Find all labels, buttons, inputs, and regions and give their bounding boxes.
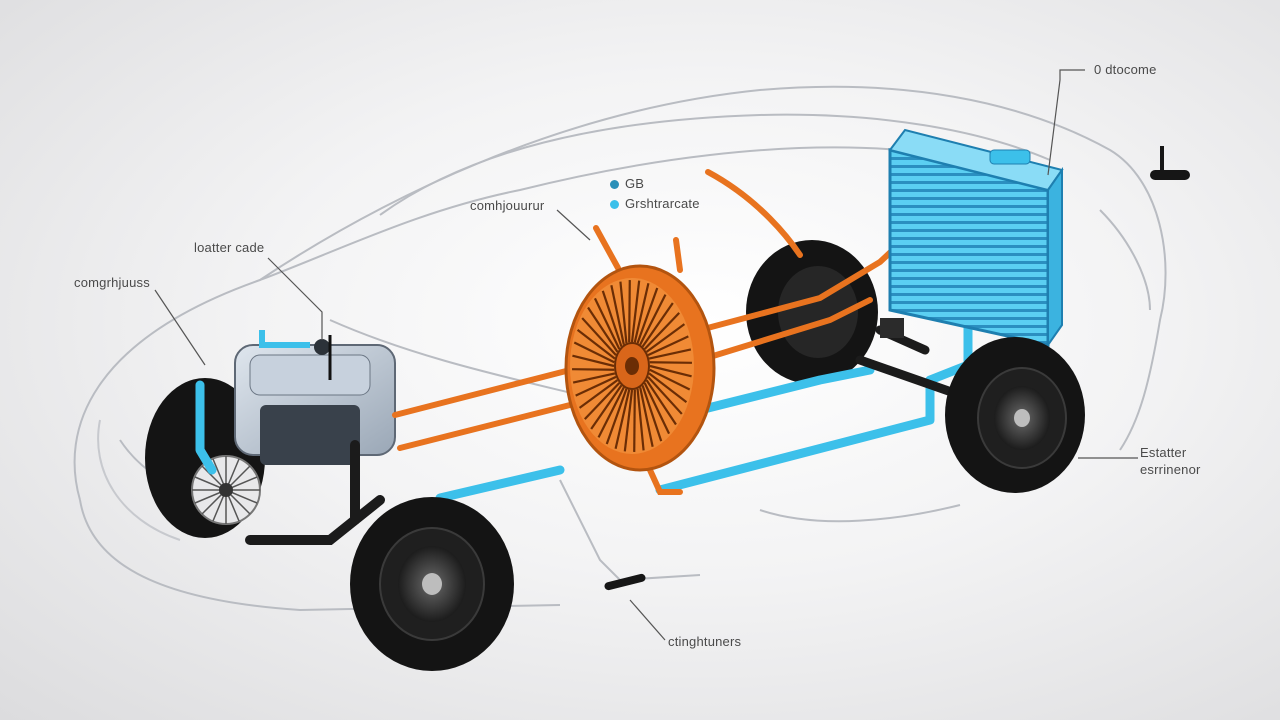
front-right-wheel bbox=[350, 497, 514, 671]
fan-spoke bbox=[593, 297, 621, 350]
fan-spoke bbox=[572, 354, 615, 368]
radiator bbox=[888, 128, 1064, 349]
fan-spoke bbox=[645, 379, 677, 426]
fan-spoke bbox=[572, 368, 615, 371]
engine-block bbox=[234, 330, 396, 465]
car-body-outline bbox=[73, 85, 1167, 612]
fan-spoke bbox=[647, 335, 689, 357]
fan-spoke bbox=[601, 290, 623, 347]
label-center-component: comhjouurur bbox=[470, 198, 545, 213]
fan-spoke bbox=[587, 306, 619, 353]
fan-spoke bbox=[641, 385, 663, 442]
underbody-sensor bbox=[604, 573, 646, 591]
fan-spoke bbox=[581, 317, 617, 356]
label-engine-top: loatter cade bbox=[194, 240, 265, 255]
fan-spoke bbox=[649, 364, 692, 378]
fan-spoke bbox=[641, 302, 674, 348]
fan-spoke bbox=[584, 382, 621, 420]
central-fan-heat-exchanger bbox=[564, 264, 716, 472]
fan-spoke bbox=[633, 283, 650, 343]
fan-spoke bbox=[610, 285, 625, 345]
label-rear-unit-2: esrrinenor bbox=[1140, 462, 1201, 477]
fan-spoke bbox=[630, 280, 641, 343]
label-rear-unit-1: Estatter bbox=[1140, 445, 1187, 460]
fan-spoke bbox=[645, 323, 686, 353]
label-radiator: 0 dtocome bbox=[1094, 62, 1157, 77]
legend-item-1: Grshtrarcate bbox=[610, 196, 700, 212]
fan-spoke bbox=[636, 287, 659, 344]
legend-dot-0 bbox=[610, 180, 619, 189]
front-wheel-hub bbox=[191, 455, 261, 525]
front-suspension bbox=[245, 440, 385, 545]
fan-spoke bbox=[623, 389, 634, 452]
fan-spoke bbox=[647, 376, 683, 415]
fan-spoke bbox=[597, 386, 625, 438]
fan-spoke bbox=[619, 281, 628, 344]
fan-spoke bbox=[576, 328, 616, 360]
fan-spoke bbox=[639, 294, 667, 346]
fan-spoke bbox=[614, 389, 631, 449]
rear-right-wheel bbox=[945, 337, 1085, 493]
legend-text-1: Grshtrarcate bbox=[625, 196, 700, 211]
fan-spoke bbox=[573, 341, 615, 364]
fan-spoke bbox=[643, 382, 671, 435]
rear-left-wheel-disc bbox=[746, 240, 878, 384]
fan-spoke bbox=[628, 280, 631, 343]
fan-spoke bbox=[643, 312, 680, 350]
fan-spoke bbox=[636, 388, 645, 451]
fan-spoke bbox=[633, 389, 636, 452]
fan-spoke bbox=[648, 372, 688, 404]
fan-spoke bbox=[572, 372, 616, 384]
fan-spoke bbox=[649, 368, 691, 391]
side-mirror bbox=[1150, 146, 1190, 180]
label-engine-side: comgrhjuuss bbox=[74, 275, 150, 290]
fan-spoke bbox=[590, 384, 623, 430]
fan-spoke bbox=[649, 361, 692, 364]
fan-spoke bbox=[575, 375, 617, 397]
legend-text-0: GB bbox=[625, 176, 645, 191]
legend-item-0: GB bbox=[610, 176, 644, 192]
fan-spoke bbox=[639, 387, 654, 447]
legend-dot-1 bbox=[610, 200, 619, 209]
label-underbody: ctinghtuners bbox=[668, 634, 742, 649]
rear-suspension bbox=[855, 318, 965, 400]
fan-spoke bbox=[648, 348, 692, 360]
leader-lines bbox=[154, 69, 1138, 641]
fan-spoke bbox=[578, 379, 619, 409]
fan-spoke bbox=[605, 388, 628, 445]
